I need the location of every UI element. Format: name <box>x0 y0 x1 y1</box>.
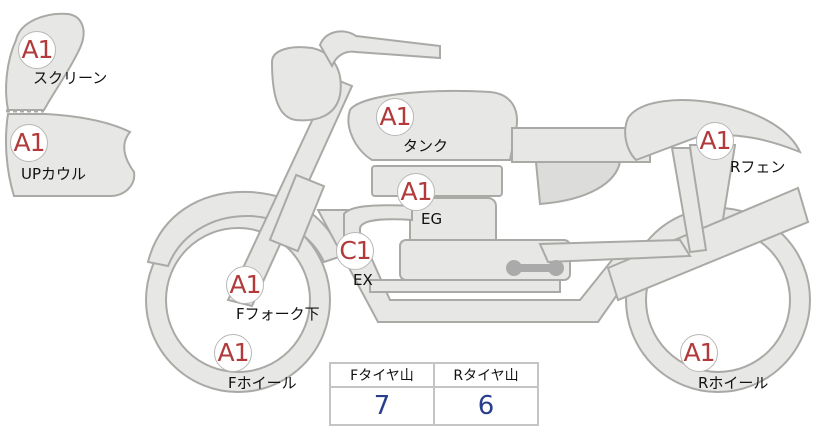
front-tread-value: 7 <box>329 386 435 426</box>
side-cover-shape <box>534 161 622 206</box>
part-label-rear-fender: Rフェン <box>730 158 786 176</box>
rear-tread-header: Rタイヤ山 <box>433 362 539 388</box>
part-label-up-cowl: UPカウル <box>21 165 87 183</box>
tire-tread-table: Fタイヤ山 Rタイヤ山 7 6 <box>329 362 539 426</box>
muffler-shape <box>606 186 810 302</box>
grade-badge-exhaust: C1 <box>336 232 374 270</box>
engine-head-shape <box>371 165 503 197</box>
part-label-exhaust: EX <box>353 271 373 289</box>
part-label-tank: タンク <box>403 137 449 155</box>
rear-tread-value: 6 <box>433 386 539 426</box>
headlight-cowl-shape <box>270 46 342 122</box>
part-label-front-fork: Fフォーク下 <box>236 305 320 323</box>
part-label-screen: スクリーン <box>33 69 108 87</box>
grade-badge-screen: A1 <box>18 31 56 69</box>
grade-badge-tank: A1 <box>376 98 414 136</box>
seat-shape <box>511 127 651 163</box>
grade-badge-rear-fender: A1 <box>696 122 734 160</box>
handlebar-shape <box>318 30 441 69</box>
grade-badge-rear-wheel: A1 <box>680 334 718 372</box>
exhaust-pipe-shape <box>343 204 413 237</box>
grade-badge-front-wheel: A1 <box>214 334 252 372</box>
grade-badge-front-fork: A1 <box>226 266 264 304</box>
front-tread-header: Fタイヤ山 <box>329 362 435 388</box>
part-label-engine: EG <box>421 210 443 228</box>
frame-lower-rail <box>369 279 561 293</box>
grade-badge-engine: A1 <box>397 173 435 211</box>
part-label-rear-wheel: Rホイール <box>698 374 769 392</box>
grade-badge-up-cowl: A1 <box>10 124 48 162</box>
part-label-front-wheel: Fホイール <box>228 374 297 392</box>
swingarm-shape <box>538 238 692 264</box>
rear-shock-shape <box>670 147 708 254</box>
